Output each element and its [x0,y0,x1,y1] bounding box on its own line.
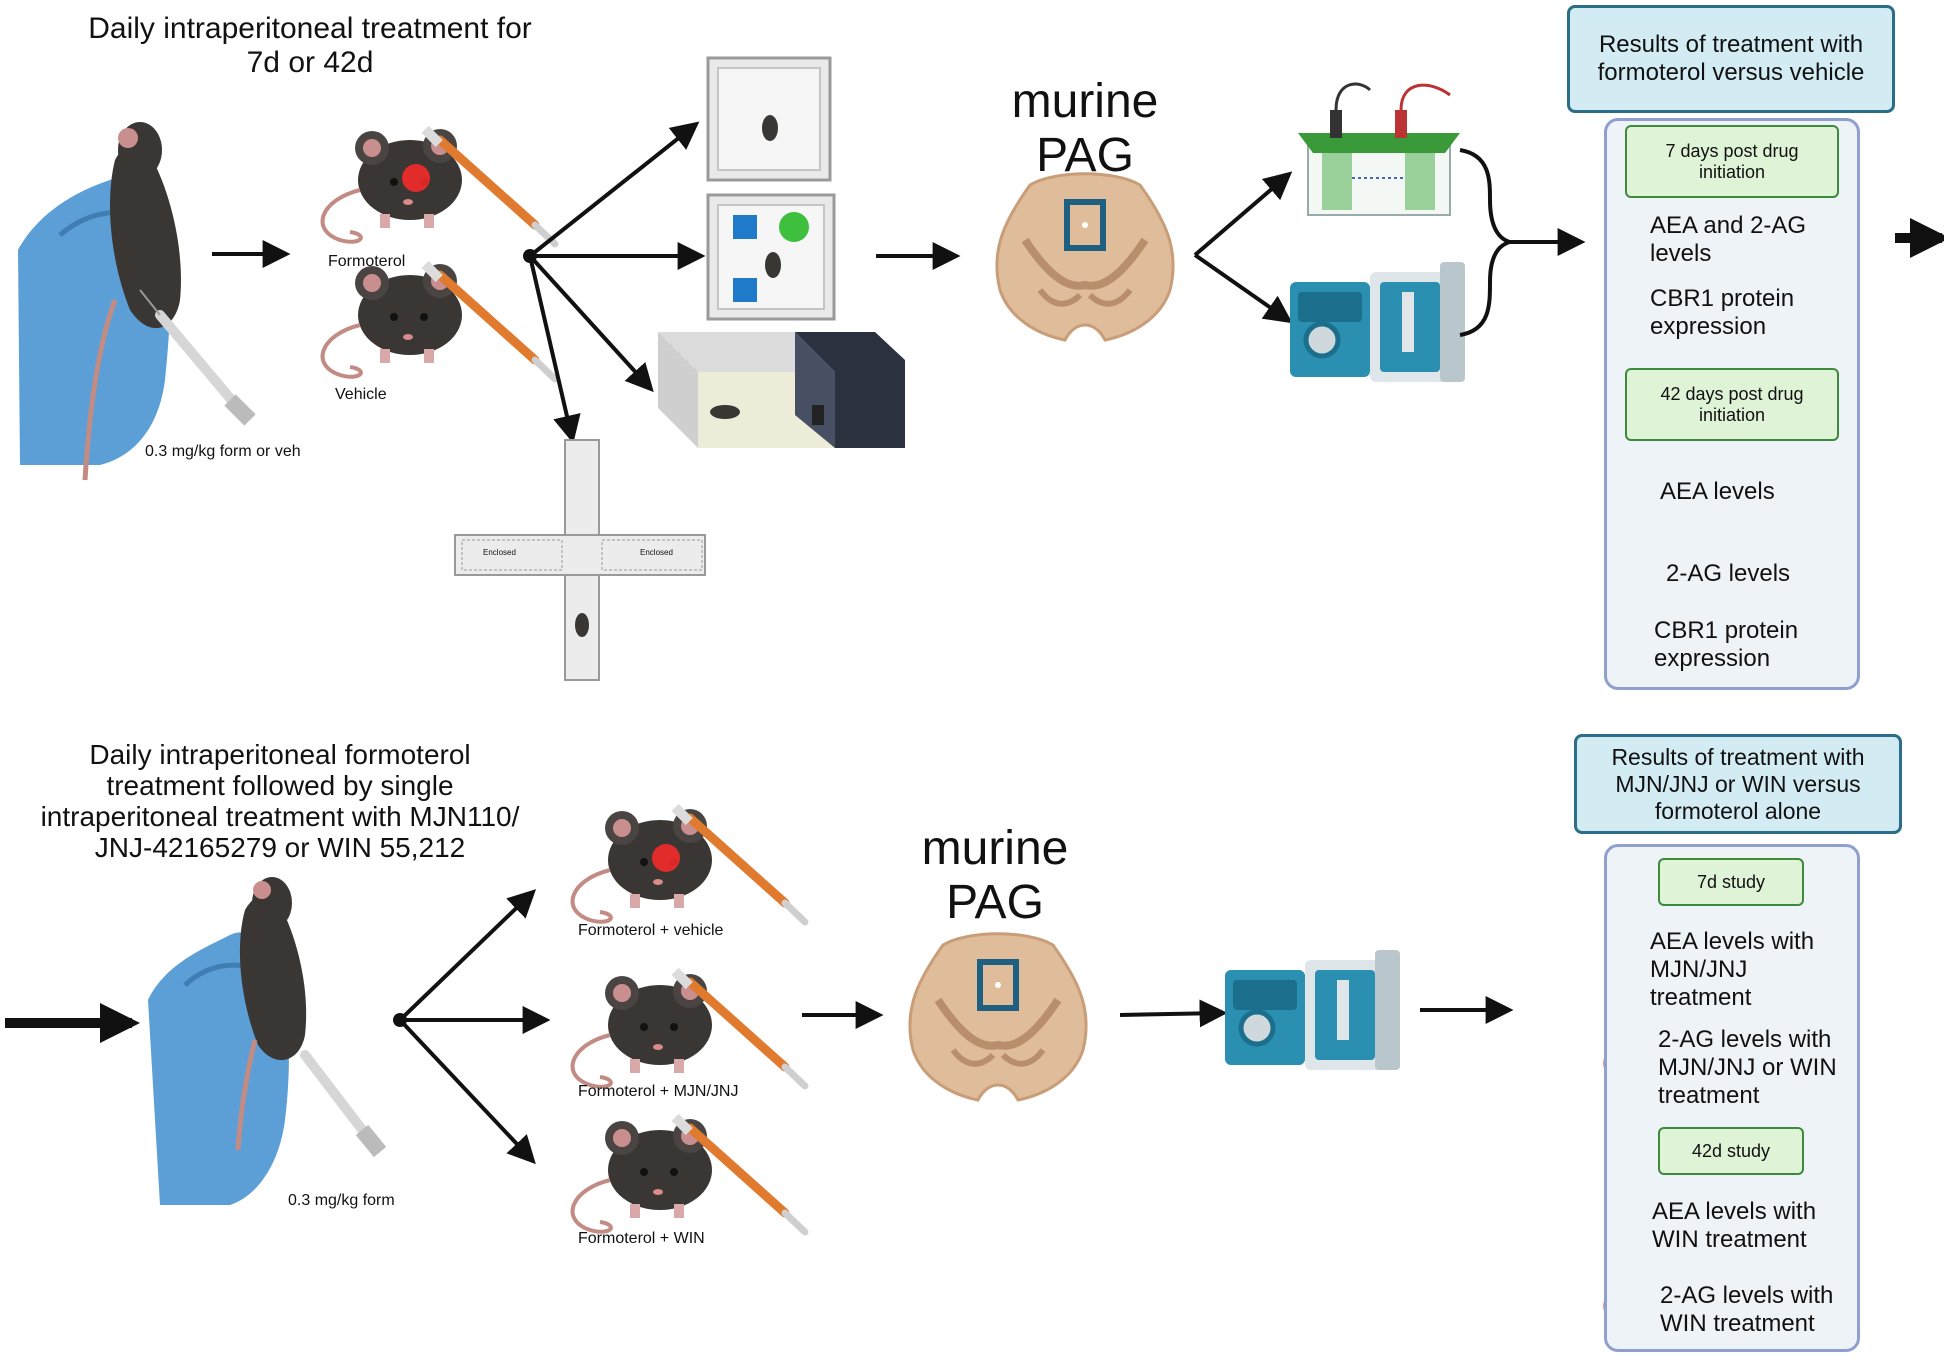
bottom-results-title: Results of treatment with MJN/JNJ or WIN… [1574,734,1902,834]
syringe-top [139,289,256,426]
top-42d-box-line1: 42 days post drug [1660,383,1804,404]
mouse-held-bottom [235,877,307,1151]
bottom-result-3-line2: WIN treatment [1652,1226,1807,1253]
top-region-label: murine PAG [985,75,1185,183]
bottom-region-label: murine PAG [895,822,1095,930]
bottom-7d-box: 7d study [1658,858,1804,906]
light-dark-box [658,332,905,448]
bottom-result-1-line2: MJN/JNJ [1650,956,1748,983]
bottom-result-2-line3: treatment [1658,1082,1760,1109]
maze-arm-left-label: Enclosed [483,548,516,557]
top-7d-box-line2: initiation [1698,161,1766,182]
bottom-title: Daily intraperitoneal formoterol treatme… [20,739,540,863]
top-title-line1: Daily intraperitoneal treatment for [88,12,532,45]
mouse-held-top [82,122,181,481]
bottom-title-line4: JNJ-42165279 or WIN 55,212 [94,832,466,863]
mouse-formoterol-top [320,127,464,244]
top-result-2: CBR1 protein expression [1650,285,1794,341]
top-region-line2: PAG [1036,129,1134,182]
top-7d-box-line1: 7 days post drug [1665,140,1799,161]
bottom-result-1-line1: AEA levels with [1650,928,1815,955]
bottom-result-3-line1: AEA levels with [1652,1198,1817,1225]
top-7d-box: 7 days post drug initiation [1625,125,1839,198]
top-result-5: CBR1 protein expression [1654,617,1798,673]
plus-maze [454,439,706,681]
top-title-line2: 7d or 42d [246,46,374,79]
top-result-2-line1: CBR1 protein [1650,285,1795,312]
lcms-instrument-top [1290,262,1465,382]
top-results-title-line2: formoterol versus vehicle [1597,59,1865,86]
bottom-title-line1: Daily intraperitoneal formoterol [89,739,471,770]
bottom-result-2-line1: 2-AG levels with [1658,1026,1832,1053]
bottom-result-2-line2: MJN/JNJ or WIN [1658,1054,1837,1081]
top-region-line1: murine [1011,75,1159,128]
top-group-vehicle-label: Vehicle [335,386,387,403]
open-field-box [706,56,832,182]
top-result-1-line2: levels [1650,240,1712,267]
bottom-results-title-line3: formoterol alone [1654,797,1822,824]
bottom-result-3: AEA levels with WIN treatment [1652,1198,1816,1254]
bottom-result-1: AEA levels with MJN/JNJ treatment [1650,928,1814,1012]
bottom-42d-box: 42d study [1658,1127,1804,1175]
brace-top [1459,148,1518,337]
bottom-results-title-line2: MJN/JNJ or WIN versus [1615,770,1861,797]
bottom-group-1-label: Formoterol + vehicle [578,922,724,939]
top-result-5-line1: CBR1 protein [1654,617,1799,644]
pag-tissue-top [997,174,1173,340]
bottom-dose-label: 0.3 mg/kg form [288,1192,395,1209]
bottom-results-title-line1: Results of treatment with [1611,743,1865,770]
top-result-2-line2: expression [1650,313,1767,340]
top-results-title: Results of treatment with formoterol ver… [1567,5,1895,113]
bottom-result-4: 2-AG levels with WIN treatment [1660,1282,1833,1338]
bottom-title-line2: treatment followed by single [106,770,454,801]
bottom-region-line1: murine [921,822,1069,875]
top-result-3: AEA levels [1660,478,1775,505]
top-result-4: 2-AG levels [1666,560,1791,587]
mouse-form-veh-bottom [570,807,714,924]
bottom-result-2: 2-AG levels with MJN/JNJ or WIN treatmen… [1658,1026,1837,1110]
bottom-group-2-label: Formoterol + MJN/JNJ [578,1083,739,1100]
bottom-results-panel [1604,844,1860,1352]
top-42d-box-line2: initiation [1698,404,1766,425]
bottom-result-4-line2: WIN treatment [1660,1310,1815,1337]
maze-arm-right-label: Enclosed [640,548,673,557]
top-result-1: AEA and 2-AG levels [1650,212,1806,268]
bottom-region-line2: PAG [946,876,1044,929]
top-42d-box: 42 days post drug initiation [1625,368,1839,441]
western-blot-apparatus [1298,82,1460,216]
novel-object-box [706,193,836,321]
top-group-formoterol-label: Formoterol [328,253,406,270]
top-results-title-line1: Results of treatment with [1598,31,1864,58]
top-title: Daily intraperitoneal treatment for 7d o… [40,12,580,80]
top-result-1-line1: AEA and 2-AG [1650,212,1807,239]
top-result-5-line2: expression [1654,645,1771,672]
top-dose-label: 0.3 mg/kg form or veh [145,443,301,460]
pag-tissue-bottom [910,934,1086,1100]
mouse-form-win-bottom [570,1117,714,1234]
bottom-title-line3: intraperitoneal treatment with MJN110/ [40,801,520,832]
bottom-result-1-line3: treatment [1650,984,1752,1011]
lcms-instrument-bottom [1225,950,1400,1070]
syringe-bottom [300,1050,387,1158]
bottom-result-4-line1: 2-AG levels with [1660,1282,1834,1309]
mouse-form-mjn-bottom [570,972,714,1089]
bottom-group-3-label: Formoterol + WIN [578,1230,705,1247]
